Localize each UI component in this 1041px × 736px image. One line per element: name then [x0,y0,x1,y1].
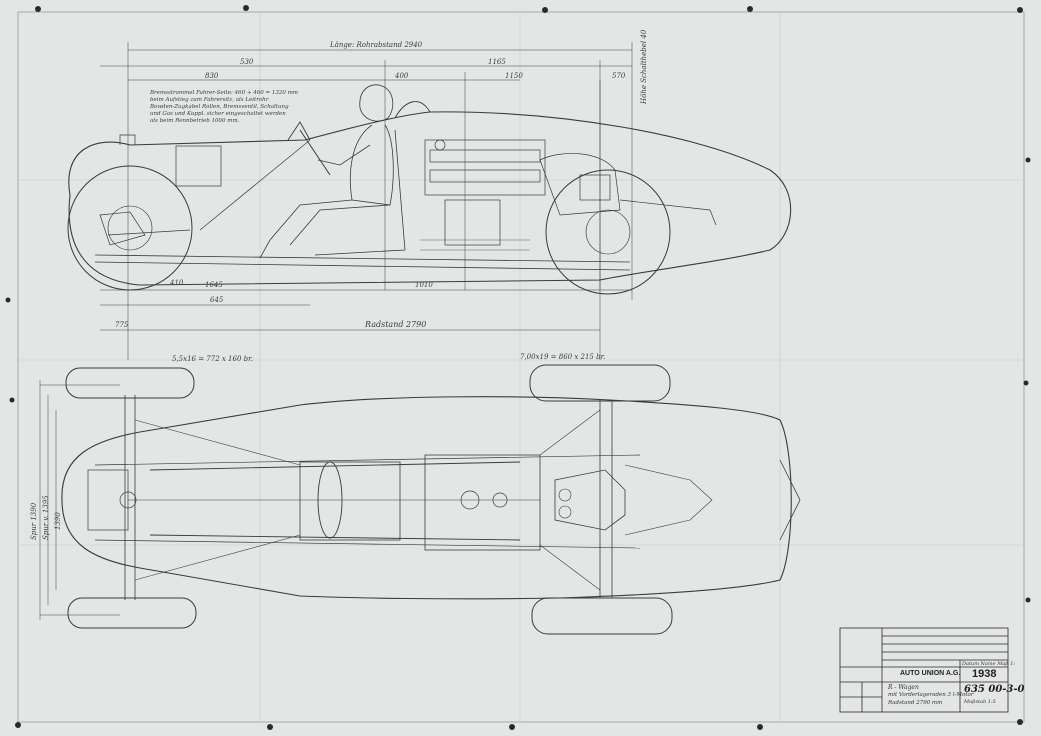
plan-view [39,364,801,635]
front-tyre-spec: 5,5x16 = 772 x 160 br. [172,355,253,363]
windscreen [287,121,311,141]
engine [424,139,621,246]
rear-tyre-right [531,597,673,635]
drawing-number: 635 00-3-0 [964,684,1025,695]
front-fuel-tank [175,145,222,187]
plan-body-outline [61,396,792,600]
scale-note: Maßstab 1:5 [964,699,996,705]
dim-d7: 1645 [205,281,223,289]
front-tyre-left [65,367,195,399]
title-block-header-right: Datum Name Maß 1: [962,661,1016,667]
side-dimension-lines [100,42,633,360]
rear-wheel-side [545,169,671,295]
side-view [67,42,792,360]
plan-dimension-lines [39,380,120,620]
dim-wheelbase: Radstand 2790 [365,320,427,329]
dim-d3: 830 [205,72,219,80]
dim-d11: 775 [115,321,129,329]
steering-wheel-plan [317,461,343,539]
rear-tyre-spec: 7,00x19 = 860 x 215 br. [520,353,606,361]
fold-lines [18,12,1024,722]
description-line-3: Radstand 2790 mm [888,700,943,706]
dim-d8: 1010 [415,281,433,289]
sheet-border [17,11,1025,723]
description-line-1: R - Wagen [888,684,919,691]
drawing-year: 1938 [972,668,997,680]
dim-d10: 645 [210,296,224,304]
dim-d1: 530 [240,58,254,66]
punch-holes [5,5,1031,730]
driver-figure [259,84,394,259]
cockpit [299,461,401,541]
side-note-vertical: Höhe Schalthebel 40 [640,29,648,104]
front-wheel-side [67,165,193,291]
plan-left-dim-1: Spur 1390 [30,502,38,540]
title-block [839,627,1009,713]
plan-left-dim-2: Spur v. 1395 [42,495,50,540]
dim-d5: 400 [395,72,409,80]
side-body-outline [68,111,792,286]
company-name: AUTO UNION A.G. [900,670,961,677]
description-line-2: mit Vorderlageraden 3 l-Motor [888,692,974,698]
front-tyre-right [67,597,197,629]
dim-d9: 410 [170,279,184,287]
dim-d6: 570 [612,72,626,80]
seat [314,129,406,256]
headrest [394,101,431,119]
dim-d4: 1150 [505,72,523,80]
dim-d2: 1165 [488,58,506,66]
plan-left-dim-3: 1390 [54,512,62,530]
side-view-note: Bremsstrommel Fahrer-Seite: 460 + 460 = … [150,90,298,124]
dim-overall-length: Länge: Rohrabstand 2940 [330,41,423,49]
engine-plan [424,454,541,551]
